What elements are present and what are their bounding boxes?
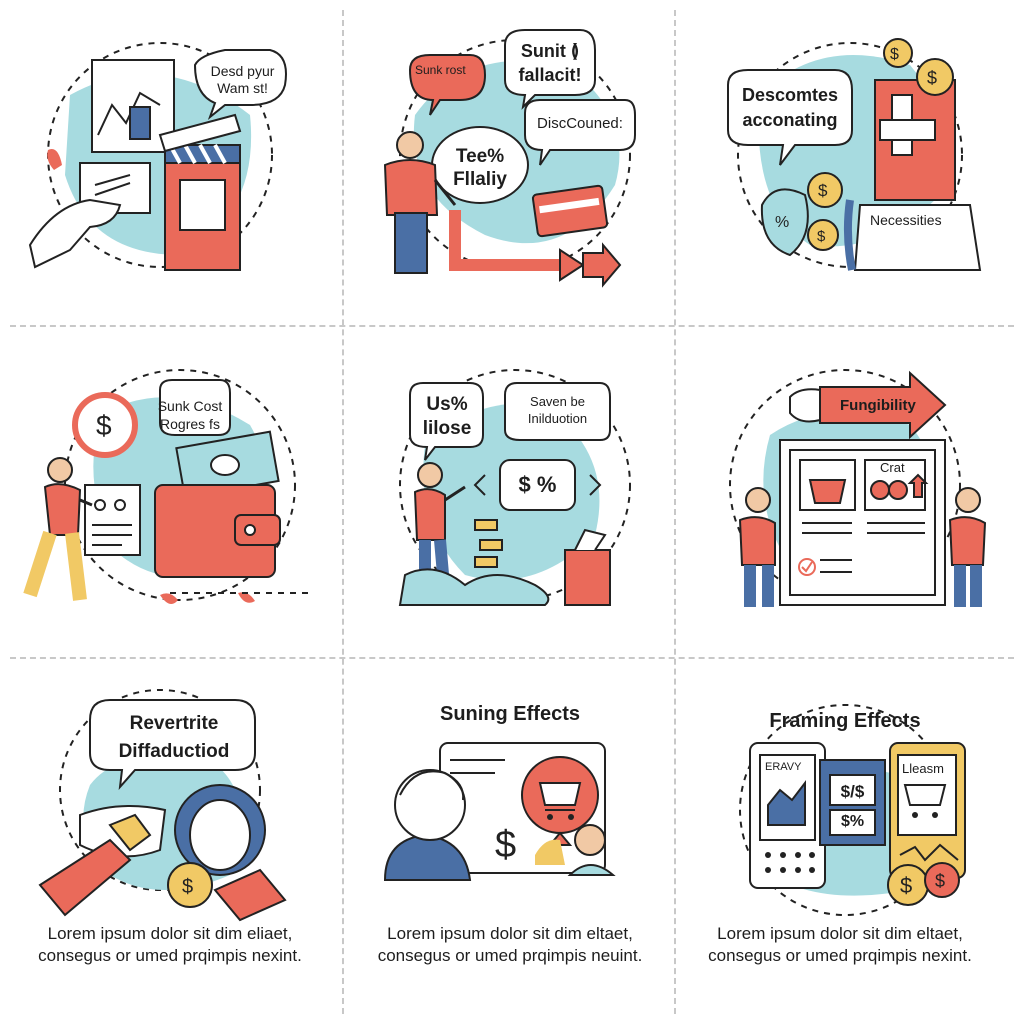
grid-divider-vertical-2 [674, 10, 676, 1014]
svg-text:$: $ [495, 824, 516, 866]
yellow-phone-icon [889, 742, 966, 879]
person-icon [383, 769, 472, 881]
cell-7-bubble-text: Revertrite Diffaductiod [118, 713, 230, 762]
svg-text:$: $ [96, 410, 112, 441]
person-icon-small [567, 824, 616, 876]
cell-3-label-necessities: Necessities [870, 212, 942, 228]
speech-bubble [727, 69, 853, 166]
cart-icon [521, 756, 599, 846]
grid-divider-horizontal-2 [10, 657, 1014, 659]
cell-6: Fungibility Crat [680, 335, 1010, 657]
hands-icon [38, 838, 287, 922]
clapperboard-icon [158, 113, 242, 271]
money-stack-icon [175, 430, 280, 499]
bag-icon [564, 528, 611, 606]
dollar-circle-icon [72, 392, 138, 458]
cell-9-card-label-percent: $% [840, 813, 865, 830]
svg-text:$: $ [927, 68, 937, 88]
banner-arrow [789, 370, 947, 440]
person-icon [383, 131, 457, 274]
cell-7: $ Revertrite Diffaductiod Lorem ipsum do… [10, 665, 340, 987]
cell-6-banner-label: Fungibility [840, 397, 916, 414]
cell-5-bubble-us-lilose: Us% lilose [422, 394, 472, 439]
cell-5-bubble-saven: Saven be Inilduotion [527, 394, 588, 426]
cell-2: Sunk rost Sunit ≬ fallacit! DiscCouned: … [345, 5, 675, 327]
cell-3-bubble-text: Descomtes acconating [741, 85, 839, 130]
cell-9: $ $ Framing Effects ERAVY $/$ $% Lleasm … [680, 665, 1010, 987]
cell-8-title: Suning Effects [439, 703, 580, 725]
cell-5-illustration [398, 369, 631, 606]
cell-7-illustration: $ [38, 689, 287, 922]
cell-4-bubble-text: Sunk Cost Rogres fs [157, 398, 223, 432]
cell-3: % $ $ $ $ Descomtes acconating Necessiti… [680, 5, 1010, 327]
credit-card-icon [531, 184, 609, 238]
document-icon [84, 484, 141, 556]
cell-6-illustration [729, 369, 987, 607]
cell-8-caption: Lorem ipsum dolor sit dim eltaet, conseg… [377, 924, 643, 965]
cell-5: Us% lilose Saven be Inilduotion $ % [345, 335, 675, 657]
person-icon [23, 457, 93, 601]
hand-icon [28, 198, 122, 269]
box-icon [843, 79, 982, 271]
cell-2-bubble-discouned: DiscCouned: [537, 115, 623, 132]
card-icon [819, 759, 886, 846]
phone-icon [749, 742, 826, 889]
cell-9-card-label-slash: $/$ [840, 782, 865, 801]
cell-2-bubble-sunk-rost: Sunk rost [415, 63, 466, 77]
person-icon-left [738, 487, 776, 607]
cell-8: $ Suning Effects Lorem ipsum dolor sit d… [345, 665, 675, 987]
speech-bubble [89, 699, 256, 791]
board-icon [779, 439, 946, 606]
svg-text:$: $ [935, 871, 945, 891]
coin-icon [887, 862, 960, 906]
cell-4: $ Sunk Cost Rogres fs [10, 335, 340, 657]
svg-text:$: $ [182, 876, 193, 898]
speech-bubble-sunk-rost [408, 54, 487, 116]
cell-4-illustration: $ [23, 369, 310, 604]
cell-3-illustration: % $ $ $ $ [727, 38, 982, 271]
cell-1-bubble-text: Desd pyur Wam st! [210, 63, 275, 96]
wallet-icon [154, 484, 281, 578]
cell-9-title: Framing Effects [769, 710, 921, 732]
cell-9-illustration: $ $ [739, 704, 966, 916]
speech-bubble-discouned [524, 99, 636, 166]
cell-8-illustration: $ [383, 742, 616, 881]
person-icon-right [948, 487, 987, 607]
svg-text:$: $ [890, 46, 899, 63]
cell-2-bubble-fallacit: Sunit ≬ fallacit! [518, 41, 582, 85]
cell-1: Desd pyur Wam st! [10, 5, 340, 327]
svg-text:%: % [775, 214, 789, 231]
cell-5-rate-box: $ % [518, 472, 557, 497]
coin-icon [807, 38, 954, 251]
cell-9-caption: Lorem ipsum dolor sit dim eltaet, conseg… [708, 924, 972, 965]
cell-9-card-label-eravy: ERAVY [765, 761, 802, 773]
svg-text:$: $ [817, 228, 826, 245]
arrow-icon [449, 210, 622, 288]
cell-2-illustration [383, 29, 636, 288]
svg-text:$: $ [900, 873, 912, 898]
grid-divider-vertical-1 [342, 10, 344, 1014]
cell-1-illustration [28, 42, 287, 271]
coin-icon [167, 862, 213, 908]
cell-6-board-label: Crat [880, 460, 905, 475]
svg-text:$: $ [818, 181, 828, 200]
cell-2-bubble-fllaliy: Tee% Fllaliy [453, 146, 507, 190]
cell-9-card-label-lleasm: Lleasm [902, 761, 944, 776]
dollar-icon: $ [495, 824, 516, 866]
speech-bubble-fallacit [504, 29, 596, 110]
cell-7-caption: Lorem ipsum dolor sit dim eliaet, conseg… [38, 924, 302, 965]
grid-divider-horizontal-1 [10, 325, 1014, 327]
